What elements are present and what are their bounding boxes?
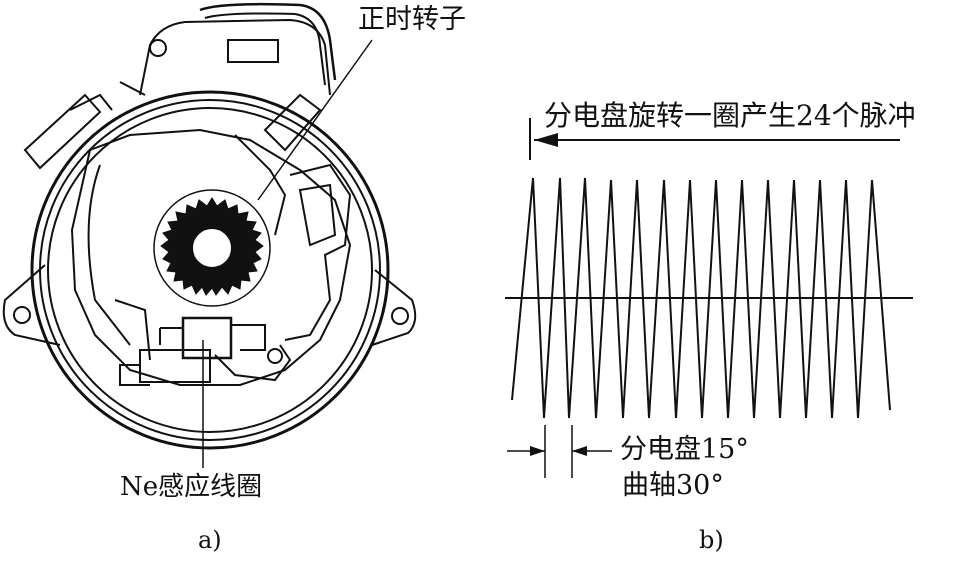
panel-a-caption: a) bbox=[198, 526, 222, 554]
timing-rotor-outer bbox=[153, 189, 271, 307]
span-arrow-right bbox=[572, 446, 587, 456]
panel-b-caption: b) bbox=[699, 526, 724, 554]
span-arrow-left bbox=[530, 446, 545, 456]
top-bracket-hole bbox=[149, 39, 167, 57]
pickup-arm bbox=[234, 134, 287, 236]
distributor-angle-label: 分电盘15° bbox=[620, 434, 749, 465]
left-tube bbox=[23, 93, 102, 170]
pulse-waveform bbox=[511, 177, 891, 419]
right-mounting-ear bbox=[371, 269, 417, 346]
crank-angle-label: 曲轴30° bbox=[622, 470, 724, 501]
pulse-arrow-head bbox=[534, 133, 558, 147]
base-plate bbox=[70, 128, 352, 386]
timing-rotor-label: 正时转子 bbox=[358, 4, 466, 35]
connector-block bbox=[139, 349, 211, 383]
pulse-count-label: 分电盘旋转一圈产生24个脉冲 bbox=[544, 99, 916, 132]
rotor-hub bbox=[191, 227, 233, 269]
coil-block bbox=[181, 316, 233, 360]
ne-coil-label: Ne感应线圈 bbox=[120, 472, 263, 502]
rotor-leader-line bbox=[257, 39, 373, 201]
left-mount-hole bbox=[13, 306, 31, 324]
housing-middle-ring bbox=[39, 99, 381, 441]
housing-inner-ring bbox=[47, 107, 373, 433]
left-mounting-ear bbox=[2, 264, 61, 346]
right-mount-hole bbox=[391, 307, 409, 325]
housing-outer-ring bbox=[30, 90, 390, 450]
pulse-diagram bbox=[505, 118, 913, 478]
right-module bbox=[284, 163, 352, 341]
top-connector-block bbox=[227, 39, 279, 63]
top-bracket bbox=[139, 18, 331, 96]
top-cable-loop bbox=[199, 2, 337, 81]
distributor-drawing bbox=[2, 2, 417, 468]
